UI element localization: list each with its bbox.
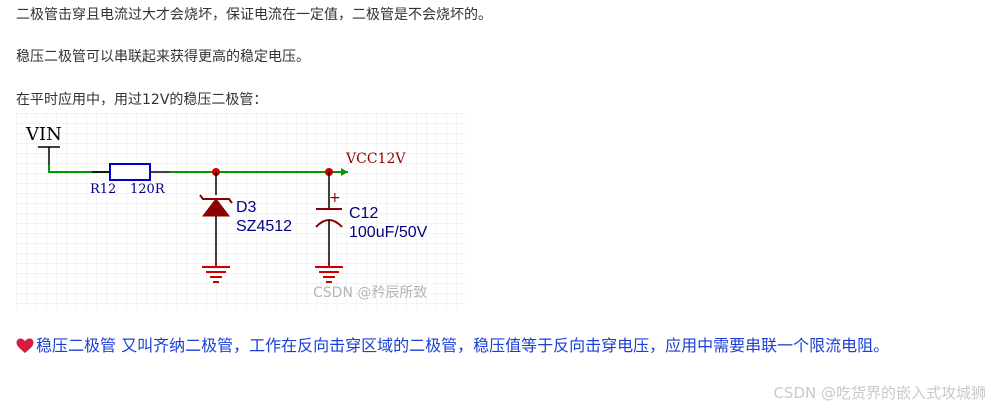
ground-icon [202,263,230,283]
vcc12v-label: VCC12V [345,151,406,167]
diode-ref: D3 [236,199,257,216]
paragraph-series-zener: 稳压二极管可以串联起来获得更高的稳定电压。 [16,49,310,65]
vin-label: VIN [25,124,62,145]
zener-circuit-schematic: VIN R12 120R VCC12V D3 SZ4512 + C12 10 [16,113,466,308]
note-text: 稳压二极管 又叫齐纳二极管，工作在反向击穿区域的二极管，稳压值等于反向击穿电压，… [36,336,890,355]
resistor-value: 120R [130,182,166,197]
ground-icon [315,263,343,283]
paragraph-diode-breakdown: 二极管击穿且电流过大才会烧坏，保证电流在一定值，二极管是不会烧坏的。 [16,7,492,23]
schematic-grid [16,113,466,308]
cap-polarity-mark: + [329,190,341,206]
resistor-r12: R12 120R [90,163,170,197]
main-wire [48,165,348,173]
resistor-ref: R12 [90,182,116,197]
zener-diode-d3: D3 SZ4512 [199,172,292,263]
heart-icon [16,336,36,361]
image-watermark: CSDN @矜辰所致 [313,285,427,301]
vin-port: VIN [25,124,62,165]
page-watermark: CSDN @吃货界的嵌入式攻城狮 [773,384,986,402]
paragraph-usage: 在平时应用中，用过12V的稳压二极管： [16,92,268,108]
vcc12v-netlabel: VCC12V [341,151,406,176]
zener-note: 稳压二极管 又叫齐纳二极管，工作在反向击穿区域的二极管，稳压值等于反向击穿电压，… [16,333,966,361]
cap-value: 100uF/50V [349,224,428,241]
cap-ref: C12 [349,205,378,222]
diode-part: SZ4512 [236,218,292,235]
capacitor-c12: + C12 100uF/50V [315,172,428,263]
